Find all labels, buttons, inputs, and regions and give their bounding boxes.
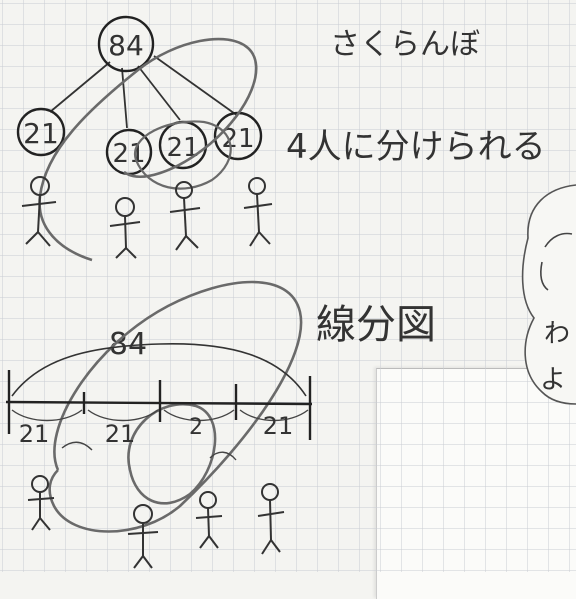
heading-senbunzu: 線分図 [316,302,436,348]
segment-part-2: 21 [105,420,136,448]
part-value-3: 21 [166,133,199,163]
heading-sakuranbo: さくらんぼ [330,27,480,62]
notebook-page: わ よ さくらんぼ 84 21 21 21 21 4人に分けられる [0,0,576,572]
total-value: 84 [108,29,144,62]
note-fragment-2: よ [540,365,566,395]
segment-part-1: 21 [19,420,50,448]
caption: 4人に分けられる [286,127,546,167]
segment-part-3: 2 [189,415,203,440]
part-value-2: 21 [112,139,145,169]
part-value-1: 21 [23,117,59,150]
note-fragment-1: わ [544,319,570,349]
grid-paper [0,0,576,572]
segment-part-4: 21 [263,412,294,440]
